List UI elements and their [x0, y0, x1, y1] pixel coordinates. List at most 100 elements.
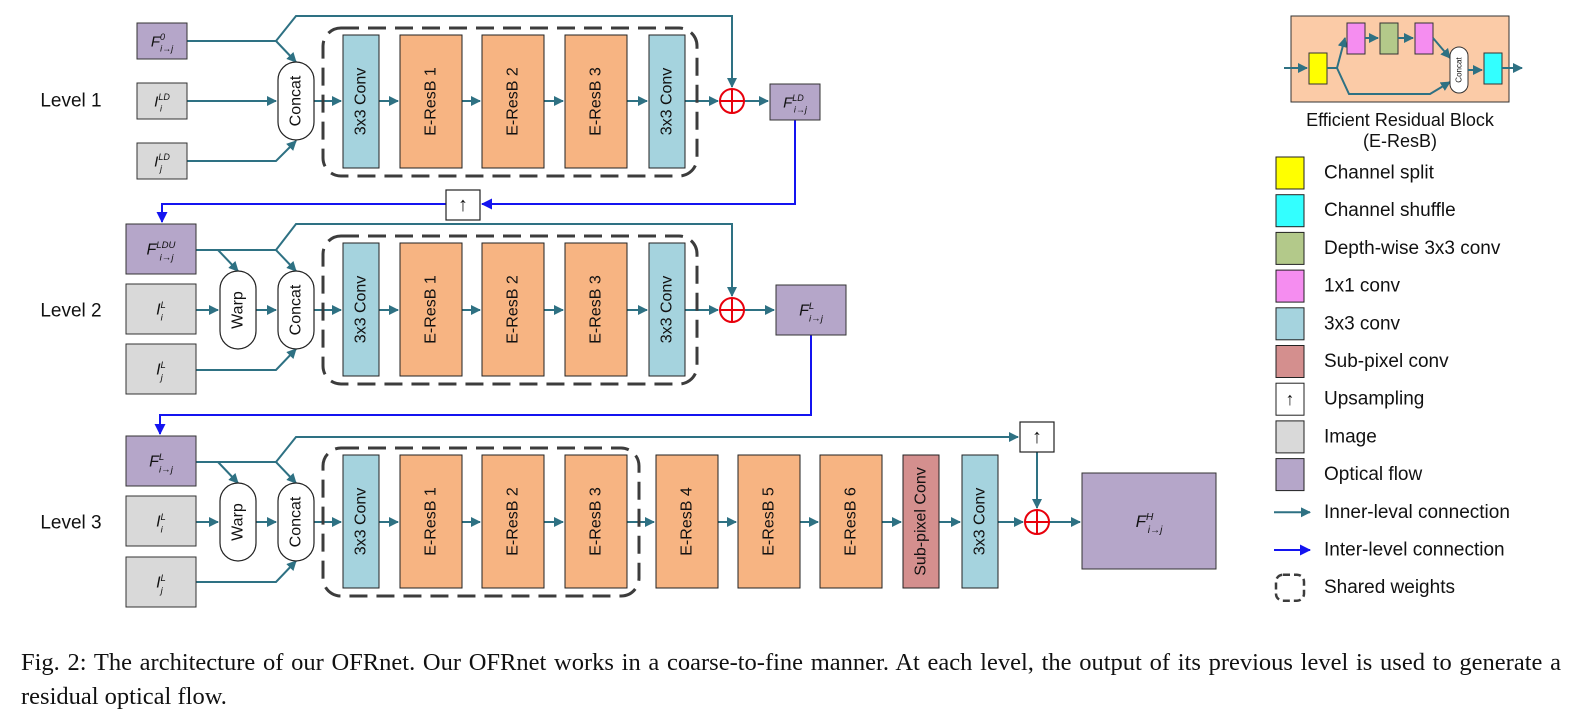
l2-output-flow-math-sup: L — [809, 301, 814, 312]
l3-concat: Concat — [277, 482, 315, 562]
l1-input-image-i-math-sup: LD — [158, 92, 170, 102]
legend-channel-shuffle: Channel shuffle — [1275, 194, 1456, 228]
l2-input-image-j-math-sub: j — [159, 372, 164, 383]
l3-eresb-6: E-ResB 6 — [819, 454, 883, 589]
l3-conv-in: 3x3 Conv — [342, 454, 380, 589]
legend-inter-level-connection-label: Inter-level connection — [1324, 540, 1505, 561]
l1-output-flow-math-sub: i→j — [794, 105, 808, 115]
l1-input-image-i: ILD i — [136, 82, 188, 120]
legend-upsampling: ↑Upsampling — [1275, 382, 1424, 416]
l3-conv-out-label: 3x3 Conv — [972, 488, 989, 556]
legend-inter-level-connection: Inter-level connection — [1274, 540, 1505, 561]
l2-shared-weights — [321, 234, 699, 386]
l3-upsample: ↑ — [1019, 421, 1055, 453]
legend-shared-weights-icon — [1274, 573, 1306, 602]
l1-output-flow-math: FLD i→j — [783, 93, 808, 115]
l2-eresb-1-label: E-ResB 1 — [423, 275, 440, 344]
l1-output-flow-math-sup: LD — [792, 93, 804, 103]
l2-eresb-2-box — [481, 242, 545, 377]
l2-input-flow-math-sub: i→j — [160, 252, 175, 263]
l3-eresb-3-box — [564, 454, 628, 589]
l1-eresb-3: E-ResB 3 — [564, 34, 628, 169]
legend-image-label: Image — [1324, 426, 1377, 447]
l2-conv-in: 3x3 Conv — [342, 242, 380, 377]
l2-img-j — [196, 348, 297, 371]
l3-subpixel-conv-label: Sub-pixel Conv — [913, 467, 930, 576]
l3-shared-weights — [321, 446, 641, 598]
legend-optical-flow-swatch — [1275, 458, 1305, 492]
l1-eresb-2-box — [481, 34, 545, 169]
l2-eresb-3-label: E-ResB 3 — [588, 275, 605, 344]
l3-conv-out-box — [961, 454, 999, 589]
l1-eresb-1-box — [399, 34, 463, 169]
l1-output-flow-math-base: F — [783, 94, 793, 111]
l3-input-image-j-math-sup: L — [161, 573, 166, 584]
level-2-label: Level 2 — [40, 301, 101, 322]
l3-eresb-4: E-ResB 4 — [655, 454, 719, 589]
l1-concat-label: Concat — [288, 75, 305, 126]
l3-eresb-5-box — [737, 454, 801, 589]
l2-warp-label: Warp — [230, 291, 247, 329]
l1-eresb-3-box — [564, 34, 628, 169]
inset-depthwise — [1379, 22, 1399, 55]
l3-eresb-5-label: E-ResB 5 — [761, 487, 778, 556]
legend-depth-wise-3x3-conv-swatch — [1275, 231, 1305, 265]
l2-input-flow-box — [125, 223, 197, 275]
upsampling-icon: ↑ — [458, 194, 468, 216]
legend-3x3-conv-swatch — [1275, 307, 1305, 341]
level-3-label: Level 3 — [40, 513, 101, 534]
l2-input-image-i-math-sub: i — [161, 312, 164, 323]
l1-concat-shape — [277, 61, 315, 141]
l1-input-image-i-math-sub: i — [160, 104, 163, 114]
legend-channel-split: Channel split — [1275, 156, 1435, 190]
l3-flow-concat — [218, 461, 297, 484]
inset-concat-label: Concat — [1455, 57, 1464, 83]
legend-sub-pixel-conv-label: Sub-pixel conv — [1324, 351, 1449, 372]
inset-channel-split — [1308, 52, 1328, 85]
l3-input-flow-math-sub: i→j — [159, 464, 174, 475]
l2-concat: Concat — [277, 270, 315, 350]
legend-1x1-conv-swatch — [1275, 269, 1305, 303]
l3-eresb-2: E-ResB 2 — [481, 454, 545, 589]
l3-input-image-i-math-base: I — [156, 514, 161, 531]
upsampling-arrow-icon: ↑ — [1286, 389, 1295, 409]
l1-to-l2-upsample-box — [445, 189, 481, 221]
l1-to-concat-a — [275, 40, 297, 63]
l1-input-image-i-math-base: I — [154, 93, 158, 110]
l1-input-image-j-math-base: I — [154, 153, 158, 170]
l1-input-image-j-box — [136, 142, 188, 180]
l3-warp-shape — [219, 482, 257, 562]
l1-to-up-inter — [481, 120, 796, 210]
l3-subpixel-conv-box — [902, 454, 940, 589]
legend-sub-pixel-conv: Sub-pixel conv — [1275, 345, 1449, 378]
l1-conv-in-box — [342, 34, 380, 169]
l1-eresb-1-label: E-ResB 1 — [423, 67, 440, 136]
l3-input-image-i-box — [125, 495, 197, 547]
l2-warp-shape — [219, 270, 257, 350]
l2-concat-label: Concat — [288, 284, 305, 335]
l3-concat-label: Concat — [288, 496, 305, 547]
l2-eresb-3-box — [564, 242, 628, 377]
l3-eresb-4-box — [655, 454, 719, 589]
l3-eresb-1: E-ResB 1 — [399, 454, 463, 589]
l3-eresb-6-label: E-ResB 6 — [843, 487, 860, 556]
l1-conv-out-label: 3x3 Conv — [659, 68, 676, 136]
l3-eresb-1-label: E-ResB 1 — [423, 487, 440, 556]
legend-upsampling-icon — [1275, 382, 1305, 416]
l2-output-flow-math-base: F — [799, 303, 810, 320]
l2-conv-in-box — [342, 242, 380, 377]
legend-inner-leval-connection: Inner-leval connection — [1274, 502, 1510, 523]
connections — [154, 15, 1081, 583]
l3-conv-in-box — [342, 454, 380, 589]
inset-arrow — [1336, 67, 1451, 95]
l3-eresb-1-box — [399, 454, 463, 589]
l3-sum — [1024, 509, 1050, 535]
l3-subpixel-conv: Sub-pixel Conv — [902, 454, 940, 589]
